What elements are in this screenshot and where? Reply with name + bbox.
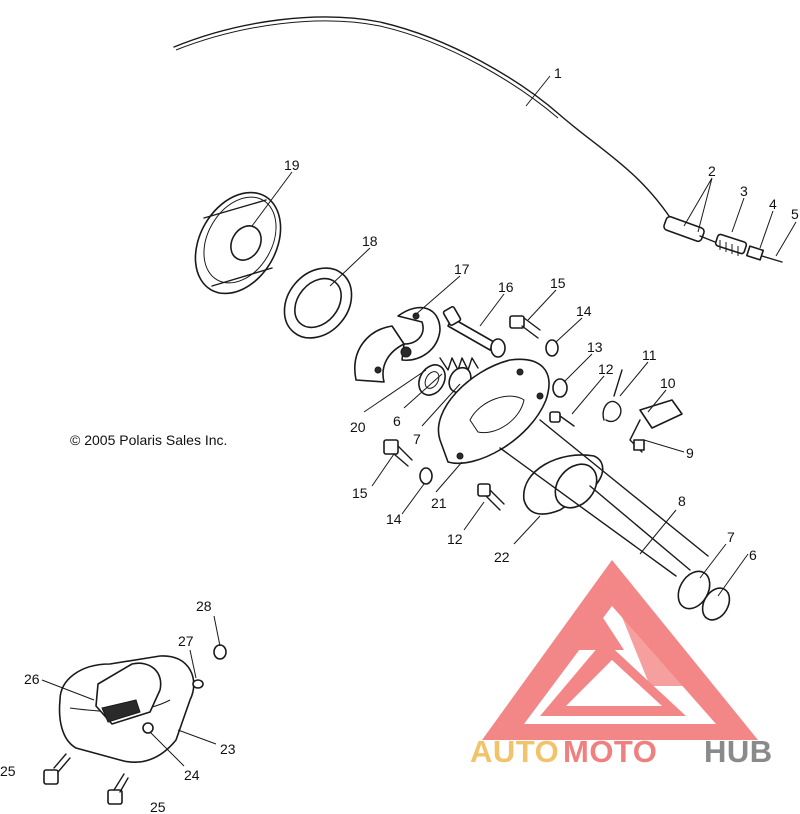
part-15-bolt-upper xyxy=(509,315,541,339)
callout-25-bottom: 25 xyxy=(150,799,166,814)
part-19-clutch-drum xyxy=(194,191,282,295)
callout-21: 21 xyxy=(431,495,447,511)
callout-17: 17 xyxy=(454,261,470,277)
callout-14-upper: 14 xyxy=(576,303,592,319)
callout-12-lower: 12 xyxy=(447,531,463,547)
callout-15-lower: 15 xyxy=(352,485,368,501)
part-12-screw-upper xyxy=(549,411,575,427)
callout-14-lower: 14 xyxy=(386,511,402,527)
callout-10: 10 xyxy=(660,375,676,391)
part-14-nut-upper xyxy=(545,339,559,357)
callout-22: 22 xyxy=(494,549,510,565)
callout-7-front: 7 xyxy=(413,431,421,447)
callout-16: 16 xyxy=(498,279,514,295)
callout-12-upper: 12 xyxy=(598,361,614,377)
callout-7-rear: 7 xyxy=(727,529,735,545)
callout-1: 1 xyxy=(554,65,562,81)
part-21-mounting-plate xyxy=(437,358,550,465)
part-25-bolt-b xyxy=(107,773,129,805)
watermark-text: AUTO MOTO HUB xyxy=(470,734,773,769)
callout-6-front: 6 xyxy=(393,413,401,429)
part-9-bracket xyxy=(633,439,645,451)
watermark-text-hub: HUB xyxy=(704,734,773,769)
callout-8: 8 xyxy=(678,493,686,509)
callout-24: 24 xyxy=(184,767,200,783)
copyright-notice: © 2005 Polaris Sales Inc. xyxy=(70,432,227,448)
part-6-seal-rear xyxy=(701,587,731,621)
watermark-text-auto: AUTO xyxy=(470,734,559,769)
part-12-screw-lower xyxy=(477,483,505,511)
leader-lines xyxy=(41,75,797,767)
callout-19: 19 xyxy=(284,157,300,173)
callout-2: 2 xyxy=(708,163,716,179)
callout-26: 26 xyxy=(24,671,40,687)
part-14-washer-lower xyxy=(419,467,433,485)
part-26-cap xyxy=(95,662,162,725)
part-1-throttle-cable xyxy=(173,16,783,263)
callout-15-upper: 15 xyxy=(550,275,566,291)
callout-25-left: 25 xyxy=(0,763,16,779)
part-27-washer xyxy=(192,679,204,689)
part-13-nut xyxy=(552,378,568,398)
callout-11: 11 xyxy=(642,347,657,363)
part-11-spring xyxy=(602,369,623,423)
part-15-bolt-lower xyxy=(383,439,413,467)
callout-28: 28 xyxy=(196,598,212,614)
callout-labels: 1 2 3 4 5 19 18 17 16 15 14 13 12 11 10 … xyxy=(0,65,799,814)
part-17-clutch-shoes xyxy=(354,306,441,383)
callout-9: 9 xyxy=(686,445,694,461)
part-25-bolt-a xyxy=(43,753,71,785)
callout-5: 5 xyxy=(791,206,799,222)
part-16-shaft xyxy=(442,306,506,358)
part-20-bearing xyxy=(418,364,446,396)
part-28-nut xyxy=(213,644,227,660)
part-24-screw xyxy=(142,722,154,734)
callout-23: 23 xyxy=(220,741,236,757)
callout-3: 3 xyxy=(740,183,748,199)
watermark-text-moto: MOTO xyxy=(563,734,657,769)
callout-13: 13 xyxy=(587,339,603,355)
callout-27: 27 xyxy=(178,633,194,649)
part-18-ring xyxy=(283,267,353,339)
part-8-tube xyxy=(499,419,709,577)
watermark-logo xyxy=(482,560,758,740)
callout-18: 18 xyxy=(362,233,378,249)
callout-20: 20 xyxy=(350,419,366,435)
part-22-flange xyxy=(523,454,604,515)
callout-4: 4 xyxy=(769,196,777,212)
callout-6-rear: 6 xyxy=(749,547,757,563)
